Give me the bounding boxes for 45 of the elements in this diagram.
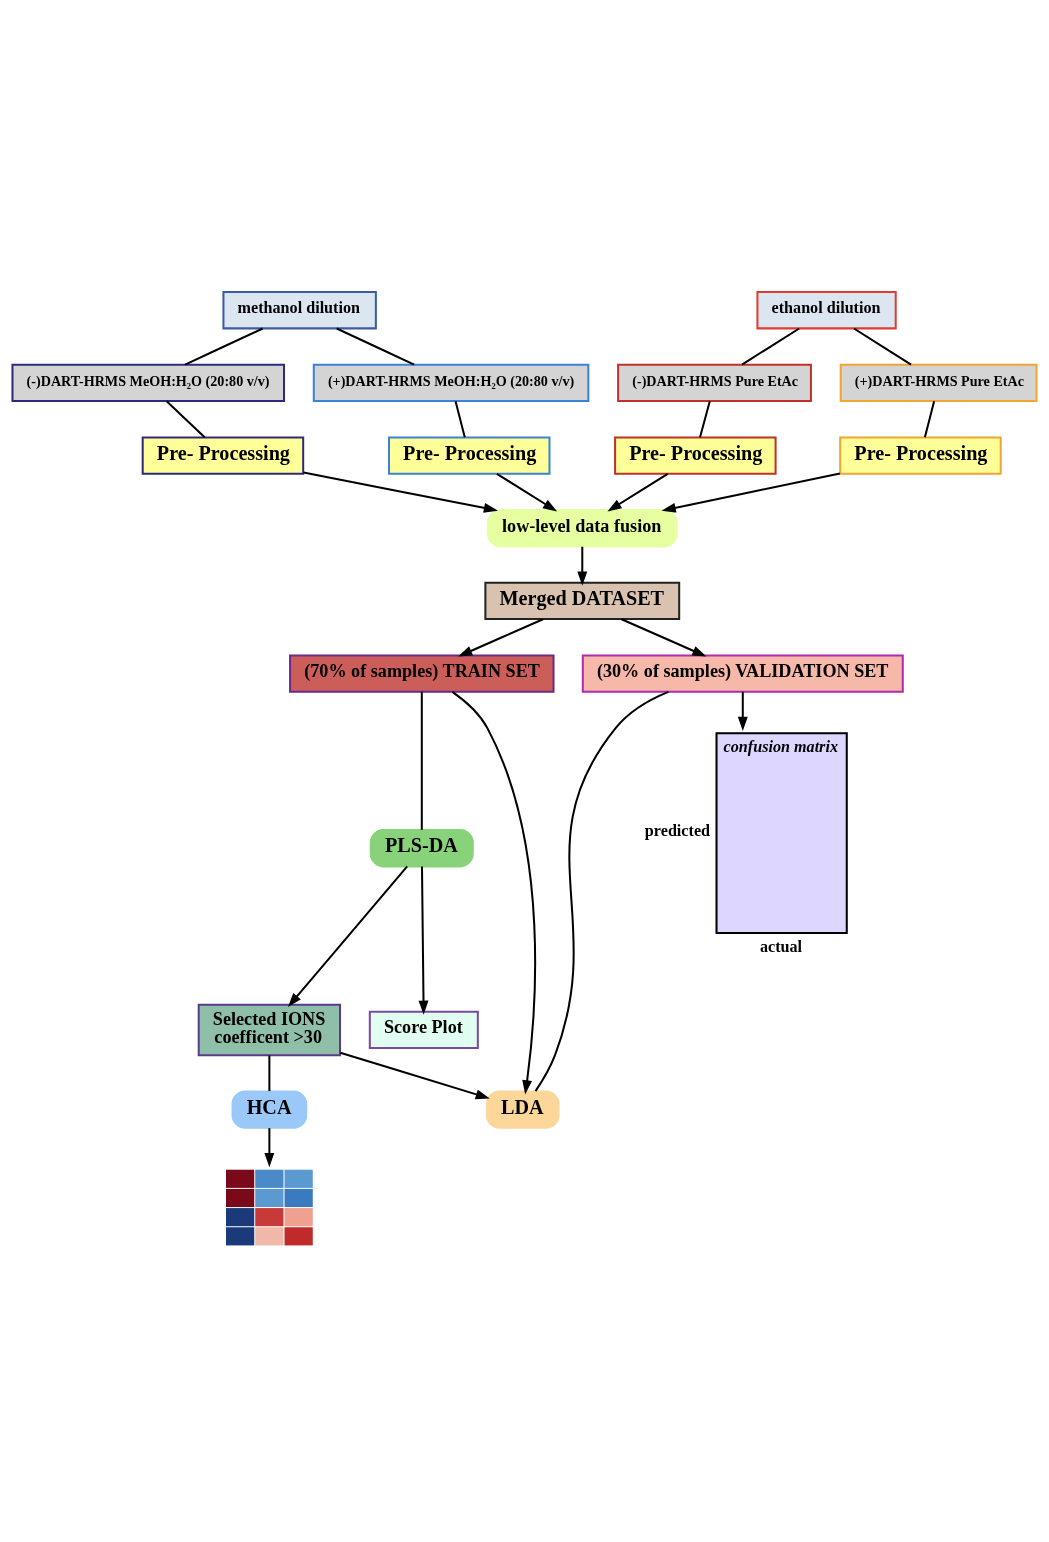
connector (699, 401, 711, 438)
arrow (418, 866, 429, 1015)
node-box: LDA (485, 1090, 560, 1129)
connector (534, 690, 669, 1092)
arrow (496, 473, 558, 512)
node-box: ethanol dilution (756, 291, 897, 330)
node-box: Pre- Processing (141, 436, 305, 475)
connector (184, 327, 264, 366)
connector (420, 691, 423, 830)
arrow (458, 618, 544, 657)
node-box: (+)DART-HRMS MeOH:H₂O (20:80 v/v) (312, 363, 590, 403)
connector (741, 327, 800, 366)
arrow (303, 471, 498, 513)
connector (923, 401, 936, 438)
connector (268, 1055, 271, 1092)
connector (166, 400, 206, 439)
node-box: Pre- Processing (839, 436, 1002, 475)
arrow (607, 473, 669, 512)
connector (454, 401, 466, 438)
node-box: HCA (231, 1090, 308, 1129)
node-label: actual (759, 937, 803, 955)
node-box: Selected IONS coefficent >30 (197, 1003, 342, 1057)
node-box: methanol dilution (222, 291, 377, 330)
node-label: predicted (644, 821, 711, 839)
node-box: Merged DATASET (484, 581, 681, 621)
connector (853, 327, 912, 366)
arrow (737, 691, 748, 731)
arrow (287, 865, 408, 1007)
node-box: low-level data fusion (486, 509, 678, 548)
node-box: (-)DART-HRMS Pure EtAc (617, 363, 812, 403)
node-box: Pre- Processing (614, 436, 777, 475)
arrow (577, 546, 588, 586)
node-box: (70% of samples) TRAIN SET (289, 654, 555, 693)
node-box: (30% of samples) VALIDATION SET (581, 654, 904, 693)
node-box: Pre- Processing (388, 436, 551, 475)
arrow (264, 1128, 275, 1168)
node-box: (-)DART-HRMS MeOH:H₂O (20:80 v/v) (11, 363, 285, 403)
node-box: PLS-DA (369, 829, 474, 868)
arrow (451, 691, 537, 1095)
arrow (661, 472, 841, 513)
arrow (621, 618, 707, 657)
node-box: (+)DART-HRMS Pure EtAc (839, 363, 1038, 403)
node-box: Score Plot (368, 1010, 479, 1050)
arrow (340, 1051, 490, 1100)
connector (336, 327, 415, 366)
